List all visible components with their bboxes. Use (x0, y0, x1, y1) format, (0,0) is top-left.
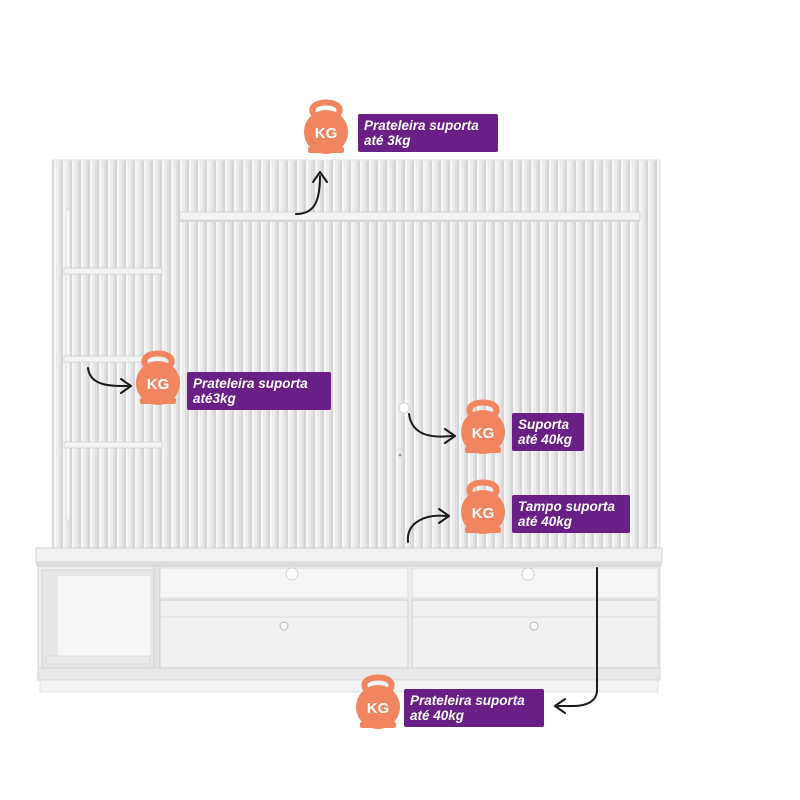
callout-line-1: Prateleira suporta (410, 693, 525, 708)
rack-top (35, 547, 663, 566)
kettlebell-shape (356, 674, 400, 729)
callout-line-1: Prateleira suporta (364, 118, 479, 133)
kettlebell-icon: KG (136, 350, 180, 405)
kettlebell-shape (461, 399, 505, 454)
kg-text: KG (367, 700, 390, 717)
top-shelf (179, 211, 641, 222)
kettlebell-shape (136, 350, 180, 405)
callout-label-lower-shelf: Prateleira suporta até 40kg (404, 689, 544, 727)
kettlebell-icon: KG (356, 674, 400, 729)
kettlebell-icon: KG (461, 399, 505, 454)
callout-label-top-surface: Tampo suporta até 40kg (512, 495, 630, 533)
callout-line-1: Tampo suporta (518, 499, 616, 514)
callout-line-1: Suporta (518, 417, 570, 432)
kettlebell-icon: KG (304, 99, 348, 154)
kg-text: KG (147, 376, 170, 393)
curved-arrow-icon (87, 171, 598, 714)
callout-line-2: até 3kg (364, 133, 411, 148)
kg-text: KG (315, 125, 338, 142)
rack-body (37, 565, 661, 693)
callout-label-top-shelf: Prateleira suporta até 3kg (358, 114, 498, 152)
callout-line-1: Prateleira suporta (193, 376, 308, 391)
callout-line-2: até 40kg (518, 514, 573, 529)
callout-label-side-shelf: Prateleira suporta até3kg (187, 372, 331, 410)
kettlebell-shape (461, 479, 505, 534)
kettlebell-icon: KG (461, 479, 505, 534)
side-shelves (63, 267, 163, 449)
callout-line-2: até3kg (193, 391, 236, 406)
callout-label-panel: Suporta até 40kg (512, 413, 584, 451)
kettlebell-shape (304, 99, 348, 154)
kg-text: KG (472, 505, 495, 522)
callout-line-2: até 40kg (410, 708, 465, 723)
callout-line-2: até 40kg (518, 432, 573, 447)
kg-text: KG (472, 425, 495, 442)
